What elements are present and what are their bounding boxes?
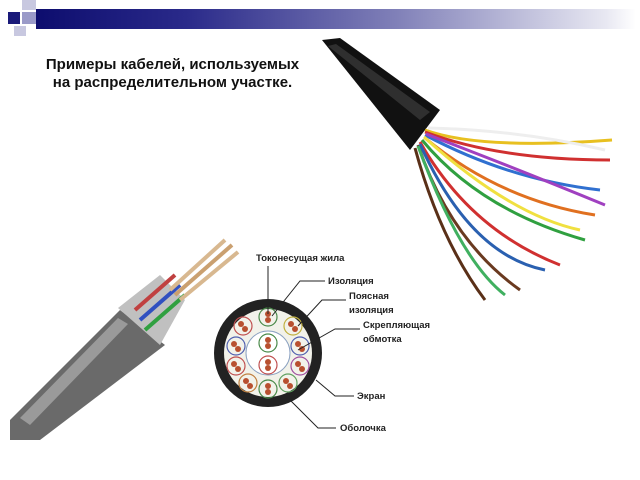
cable-cross-section-diagram: Токонесущая жила Изоляция Поясная изоляц… <box>214 253 430 434</box>
header-bar <box>36 9 636 29</box>
grey-cable-image <box>10 238 240 440</box>
label-belt-insulation-1: Поясная <box>349 291 389 302</box>
decor-square <box>14 26 26 36</box>
decor-square <box>8 12 20 24</box>
label-binding-2: обмотка <box>363 334 402 345</box>
slide-title: Примеры кабелей, используемых на распред… <box>30 56 315 92</box>
title-line-2: на распределительном участке. <box>52 74 293 91</box>
label-conductor: Токонесущая жила <box>256 253 345 264</box>
black-cable-image <box>322 38 613 301</box>
decor-square <box>22 0 36 10</box>
label-insulation: Изоляция <box>328 276 374 287</box>
label-binding-1: Скрепляющая <box>363 320 430 331</box>
decor-square <box>22 12 36 24</box>
label-belt-insulation-2: изоляция <box>349 305 394 316</box>
label-sheath: Оболочка <box>340 423 387 434</box>
label-screen: Экран <box>357 391 386 402</box>
title-line-1: Примеры кабелей, используемых <box>45 56 300 73</box>
